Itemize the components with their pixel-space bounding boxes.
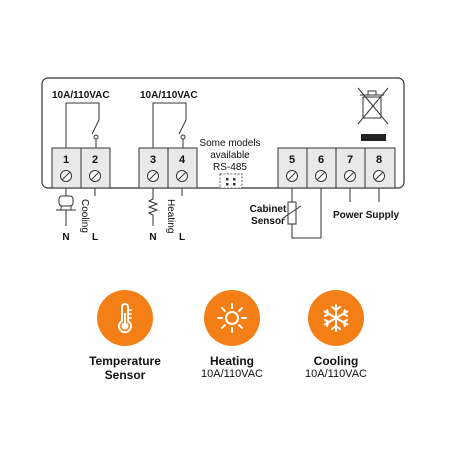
compressor-icon xyxy=(56,195,76,226)
sun-icon xyxy=(217,303,247,333)
relay2-rating: 10A/110VAC xyxy=(140,90,198,101)
terminal-number-8: 8 xyxy=(376,154,382,166)
rs485-port xyxy=(219,173,243,189)
terminal-number-7: 7 xyxy=(347,154,353,166)
label-n-cooling: N xyxy=(62,232,69,243)
terminal-number-5: 5 xyxy=(289,154,295,166)
feature-icon-circle xyxy=(97,290,153,346)
feature-title: Heating xyxy=(209,354,254,368)
cabinet-sensor-icon xyxy=(287,201,297,225)
label-sensor: Sensor xyxy=(251,216,285,227)
label-cabinet: Cabinet xyxy=(250,204,287,215)
label-heating: Heating xyxy=(165,199,176,233)
models-note-line2: available xyxy=(210,150,250,161)
label-power-supply: Power Supply xyxy=(333,210,400,221)
feature-rating: 10A/110VAC xyxy=(201,368,263,380)
relay2-switch xyxy=(152,102,187,148)
rs485-pins xyxy=(226,178,236,186)
feature-rating: 10A/110VAC xyxy=(305,368,367,380)
terminal-block-3-4 xyxy=(138,147,198,189)
label-l-heating: L xyxy=(179,232,185,243)
thermometer-icon xyxy=(118,303,132,334)
terminal-number-4: 4 xyxy=(179,154,186,166)
feature-icon-circle xyxy=(204,290,260,346)
terminal-screws xyxy=(60,170,385,182)
terminal-block-1-2 xyxy=(51,147,111,189)
feature-cooling: Cooling 10A/110VAC xyxy=(276,290,396,381)
weee-bin-icon xyxy=(357,87,389,125)
heater-resistor-icon xyxy=(147,196,159,226)
feature-title-line1: Temperature xyxy=(89,354,161,368)
label-l-cooling: L xyxy=(92,232,98,243)
terminal-number-2: 2 xyxy=(92,154,98,166)
weee-bar xyxy=(361,134,386,141)
snowflake-icon xyxy=(323,304,349,332)
wiring-diagram: 10A/110VAC 10A/110VAC Some models availa… xyxy=(41,77,405,243)
label-n-heating: N xyxy=(149,232,156,243)
models-note-line3: RS-485 xyxy=(213,162,247,173)
feature-icon-circle xyxy=(308,290,364,346)
feature-temperature-sensor: Temperature Sensor xyxy=(65,290,185,382)
terminal-number-1: 1 xyxy=(63,154,69,166)
relay1-switch xyxy=(65,102,100,148)
label-cooling: Cooling xyxy=(79,199,90,233)
feature-title-line2: Sensor xyxy=(104,368,146,382)
terminal-block-5-8 xyxy=(277,147,396,189)
models-note-line1: Some models xyxy=(199,138,260,149)
terminal-number-3: 3 xyxy=(150,154,156,166)
wire-terminal-6 xyxy=(291,188,322,239)
feature-title: Cooling xyxy=(313,354,359,368)
relay1-rating: 10A/110VAC xyxy=(52,90,110,101)
terminal-number-6: 6 xyxy=(318,154,324,166)
feature-heating: Heating 10A/110VAC xyxy=(172,290,292,381)
